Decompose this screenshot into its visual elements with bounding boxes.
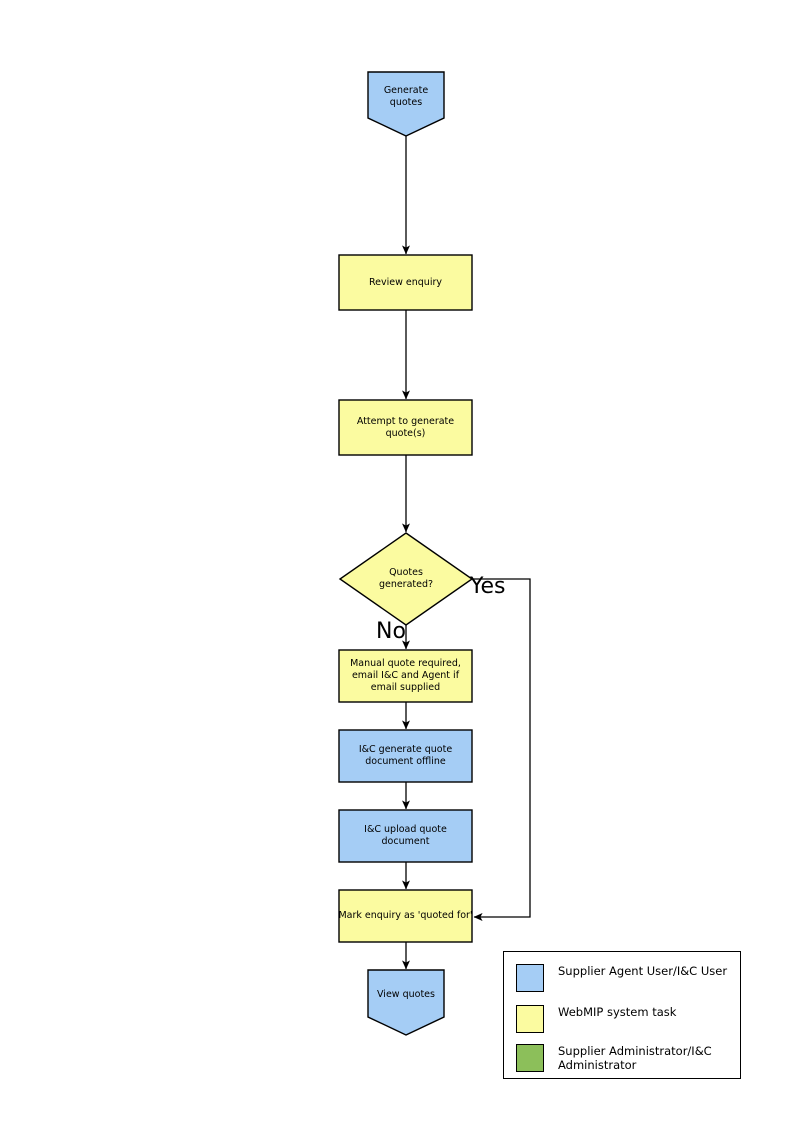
legend: Supplier Agent User/I&C User WebMIP syst… bbox=[503, 951, 741, 1079]
edge-label-no: No bbox=[376, 619, 406, 644]
legend-item-system: WebMIP system task bbox=[516, 1005, 676, 1033]
legend-label-admin: Supplier Administrator/I&C Administrator bbox=[558, 1044, 712, 1072]
node-attempt-generate-quotes[interactable] bbox=[338, 399, 473, 456]
node-review-enquiry[interactable] bbox=[338, 254, 473, 311]
legend-label-system: WebMIP system task bbox=[558, 1005, 677, 1019]
node-manual-quote-required[interactable] bbox=[338, 649, 473, 703]
edge-decision-yes-to-mark-enquiry bbox=[472, 578, 531, 921]
node-generate-quotes[interactable] bbox=[367, 71, 445, 137]
legend-swatch-admin-icon bbox=[516, 1044, 544, 1072]
legend-swatch-user-icon bbox=[516, 964, 544, 992]
node-view-quotes[interactable] bbox=[367, 969, 445, 1036]
legend-item-user: Supplier Agent User/I&C User bbox=[516, 964, 727, 992]
legend-label-user: Supplier Agent User/I&C User bbox=[558, 964, 728, 978]
legend-swatch-system-icon bbox=[516, 1005, 544, 1033]
edge-label-yes: Yes bbox=[470, 574, 506, 599]
node-quotes-generated-decision[interactable] bbox=[338, 532, 474, 626]
node-ic-generate-quote-document[interactable] bbox=[338, 729, 473, 783]
legend-item-admin: Supplier Administrator/I&C Administrator bbox=[516, 1044, 712, 1072]
node-mark-enquiry-quoted-for[interactable] bbox=[338, 889, 473, 943]
node-ic-upload-quote-document[interactable] bbox=[338, 809, 473, 863]
